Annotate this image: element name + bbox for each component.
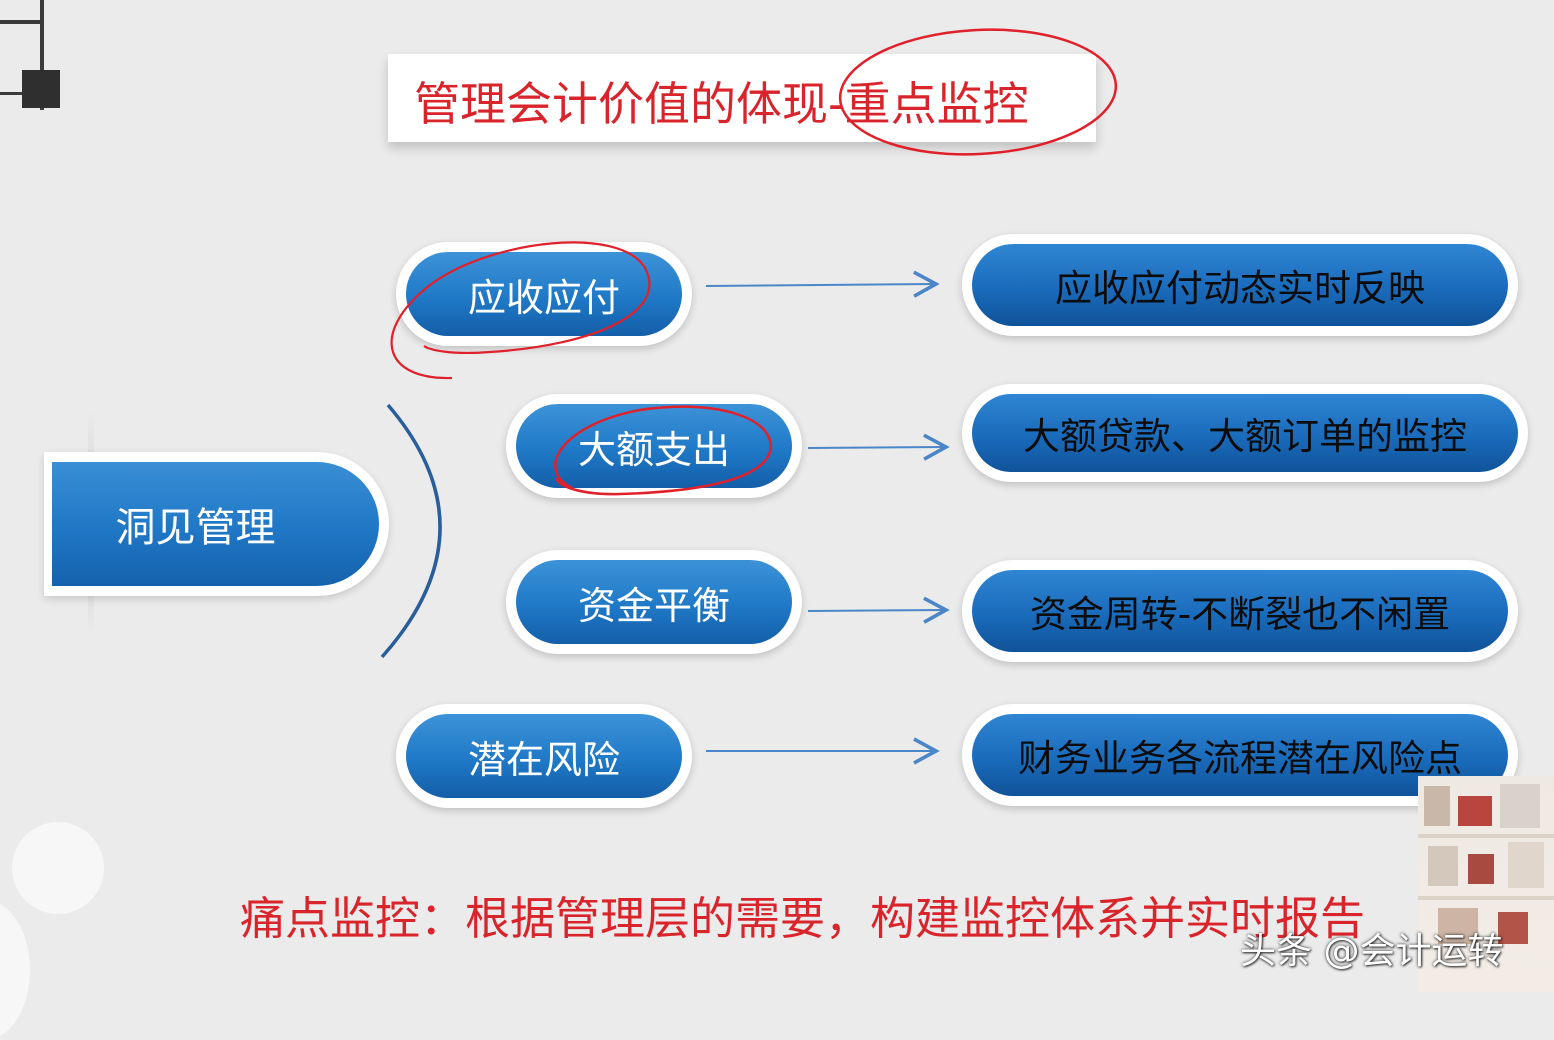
shelf-item xyxy=(1500,784,1540,828)
shelf-item xyxy=(1458,796,1492,826)
right-node-2: 大额贷款、大额订单的监控 xyxy=(962,384,1528,482)
title-box: 管理会计价值的体现-重点监控 xyxy=(388,54,1096,142)
right-node-label: 应收应付动态实时反映 xyxy=(972,244,1508,326)
middle-node-label: 资金平衡 xyxy=(516,560,792,644)
corner-decoration-line xyxy=(0,20,44,24)
page-title: 管理会计价值的体现-重点监控 xyxy=(414,77,1029,131)
corner-decoration-square xyxy=(22,70,60,108)
annotation-circle-title xyxy=(838,28,1118,156)
middle-node-potential-risk: 潜在风险 xyxy=(396,704,692,808)
right-node-label: 大额贷款、大额订单的监控 xyxy=(972,394,1518,472)
arrow-1 xyxy=(705,270,940,298)
shelf-item xyxy=(1418,896,1554,900)
diagram-connectors xyxy=(380,28,1118,765)
right-node-3: 资金周转-不断裂也不闲置 xyxy=(962,560,1518,662)
middle-node-label: 应收应付 xyxy=(406,252,682,336)
watermark: 头条 @会计运转 xyxy=(1240,931,1504,972)
shelf-item xyxy=(1468,854,1494,884)
right-node-label: 资金周转-不断裂也不闲置 xyxy=(972,570,1508,652)
bottom-caption: 痛点监控：根据管理层的需要，构建监控体系并实时报告 xyxy=(240,892,1366,945)
corner-decoration-line xyxy=(40,0,44,110)
annotation-circle-receivables xyxy=(390,241,651,380)
shelf-item xyxy=(1438,908,1478,944)
arrow-2 xyxy=(807,433,950,461)
arrow-3 xyxy=(807,596,950,624)
middle-node-receivables: 应收应付 xyxy=(396,242,692,346)
right-node-4: 财务业务各流程潜在风险点 xyxy=(962,704,1518,806)
decoration-circle xyxy=(12,822,104,914)
shelf-item xyxy=(1424,786,1450,826)
bracket-arc xyxy=(380,403,442,659)
shelf-item xyxy=(1508,842,1544,888)
right-node-1: 应收应付动态实时反映 xyxy=(962,234,1518,336)
middle-node-fund-balance: 资金平衡 xyxy=(506,550,802,654)
right-node-label: 财务业务各流程潜在风险点 xyxy=(972,714,1508,796)
annotation-circle-large-expense xyxy=(554,405,772,496)
hub-label: 洞见管理 xyxy=(52,462,379,586)
presenter-video-inset xyxy=(1418,776,1554,992)
hub-node: 洞见管理 xyxy=(44,452,389,596)
shelf-item xyxy=(1428,846,1458,886)
shelf-item xyxy=(1498,912,1528,944)
middle-node-label: 潜在风险 xyxy=(406,714,682,798)
shelf-item xyxy=(1418,834,1554,838)
